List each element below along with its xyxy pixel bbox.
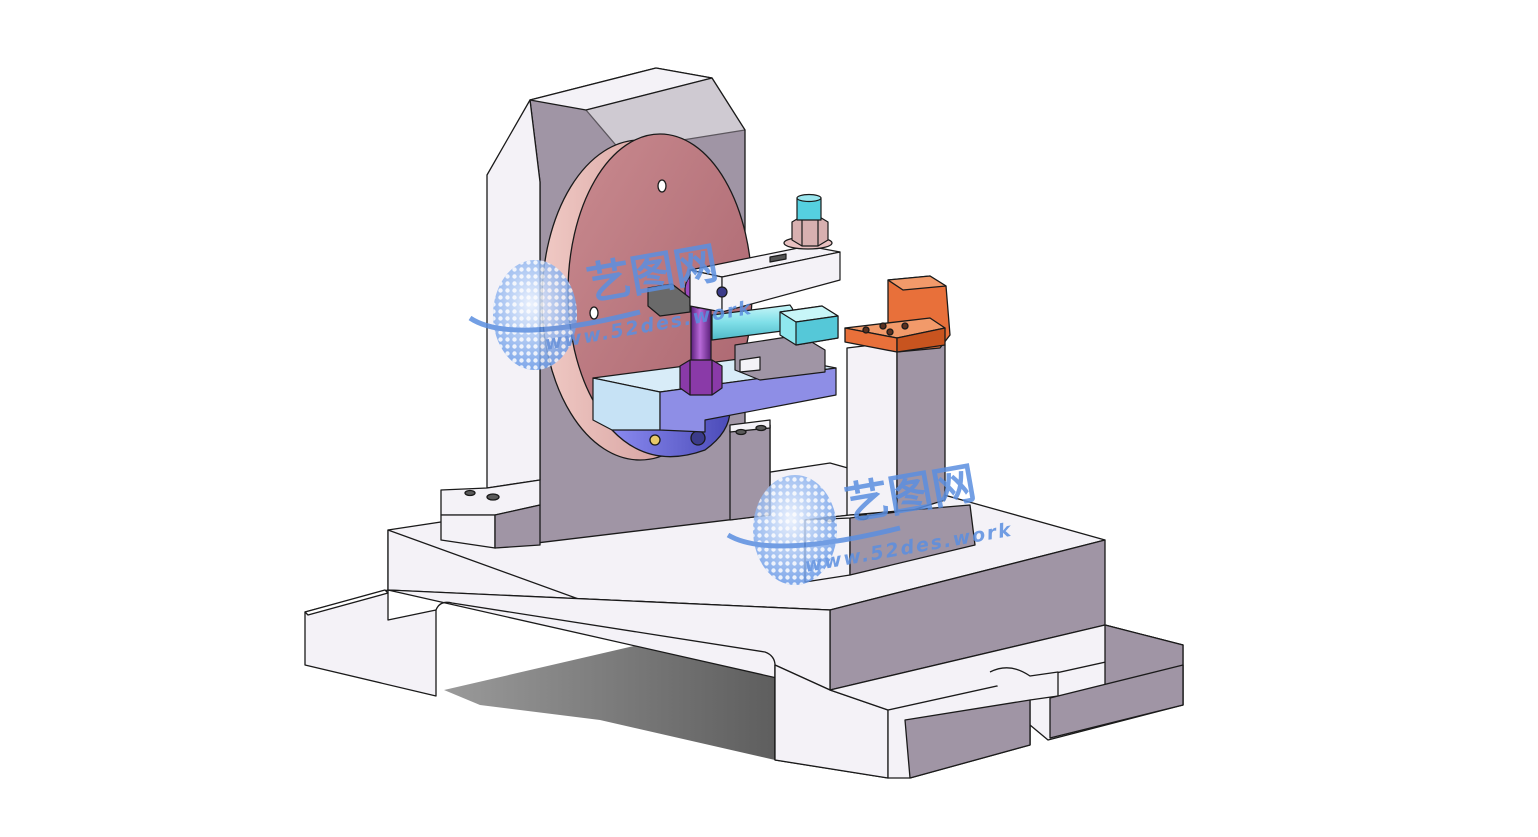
clamp-assembly <box>592 193 841 433</box>
clamp-jaw <box>647 283 691 317</box>
clamp-base-side <box>659 367 837 433</box>
disc-hole-left <box>589 306 599 320</box>
clamp-base-front <box>592 377 661 431</box>
locator-post <box>804 275 976 583</box>
pin-nut <box>679 359 723 396</box>
watermark-swoosh-icon <box>726 525 901 549</box>
disc-hole-top <box>657 179 667 193</box>
watermark-swoosh-icon <box>468 309 641 333</box>
ground-shadow <box>444 640 775 760</box>
base-plate <box>304 462 1184 779</box>
hub-hole-1 <box>649 434 661 446</box>
clamp-arm-side <box>721 251 841 313</box>
hub-hole-2 <box>690 430 706 446</box>
clamp-arm-hole <box>716 286 728 298</box>
